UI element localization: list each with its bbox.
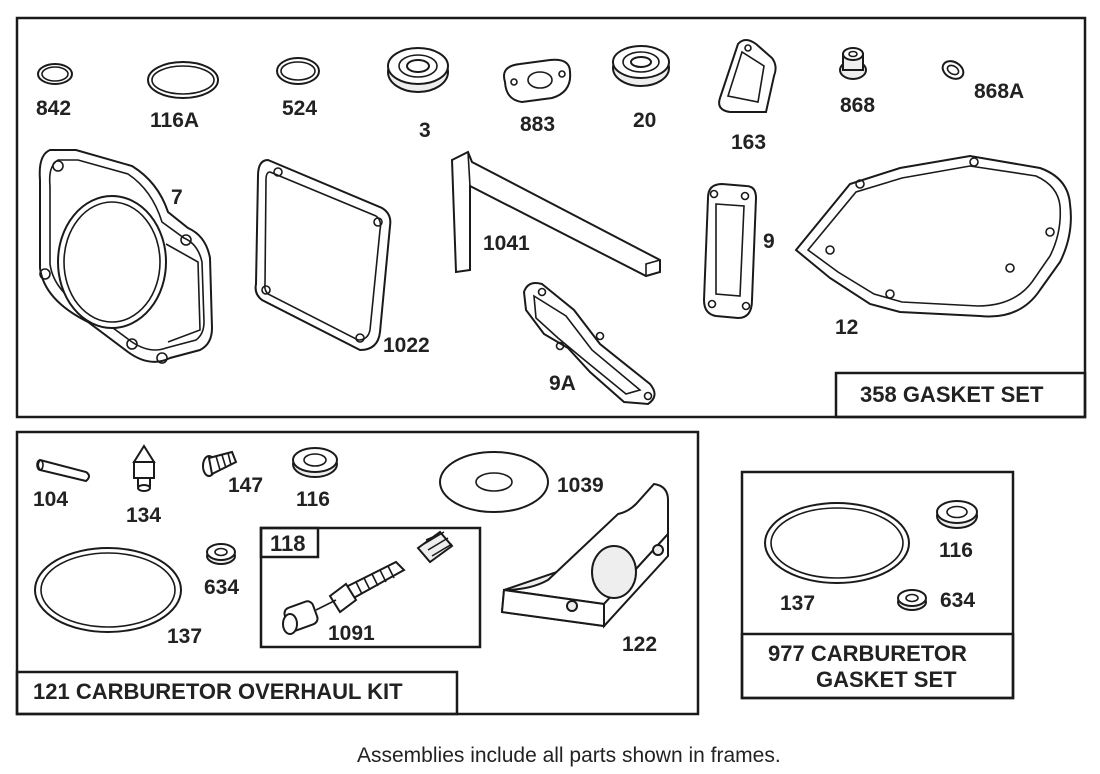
part-7-head-gasket: 7 — [38, 149, 214, 364]
part-label-p868: 868 — [840, 94, 875, 117]
sub-kit-118-frame: 118 — [259, 526, 482, 649]
part-label-p134: 134 — [126, 504, 161, 527]
footer-note: Assemblies include all parts shown in fr… — [357, 744, 781, 767]
part-label-p1022: 1022 — [383, 334, 430, 357]
part-label-p3: 3 — [419, 119, 431, 142]
part-3-seal: 3 — [387, 47, 449, 142]
part-147: 147 — [202, 450, 263, 497]
carb-gasket-set-frame: 977 CARBURETOR GASKET SET — [740, 470, 1015, 700]
part-9: 9 — [702, 182, 775, 320]
part-1091: 1091 — [282, 560, 406, 645]
part-label-p104: 104 — [33, 488, 68, 511]
part-label-p842: 842 — [36, 97, 71, 120]
part-label-p116b: 116 — [939, 539, 973, 562]
part-12-crankcase-gasket: 12 — [794, 154, 1072, 339]
part-104: 104 — [33, 458, 90, 511]
part-634-kit: 634 — [204, 543, 239, 599]
part-134: 134 — [126, 444, 161, 527]
part-122: 122 — [500, 482, 670, 656]
part-label-p137b: 137 — [780, 592, 815, 615]
part-137-kit: 137 — [34, 547, 202, 648]
part-label-p1039: 1039 — [557, 474, 604, 497]
part-868: 868 — [839, 47, 875, 117]
part-116-set: 116 — [936, 500, 978, 562]
part-label-p524: 524 — [282, 97, 317, 120]
part-spring — [416, 530, 454, 564]
part-883: 883 — [503, 58, 572, 136]
sub-kit-118-title: 118 — [270, 531, 306, 556]
part-868A: 868A — [941, 60, 1024, 103]
part-label-p163: 163 — [731, 131, 766, 154]
part-20-seal: 20 — [612, 45, 670, 132]
overhaul-kit-frame: 121 CARBURETOR OVERHAUL KIT — [15, 430, 700, 716]
part-label-p7: 7 — [171, 186, 183, 209]
gasket-set-frame: 358 GASKET SET — [15, 16, 1087, 419]
part-label-p12: 12 — [835, 316, 858, 339]
part-label-p20: 20 — [633, 109, 656, 132]
part-label-p9: 9 — [763, 230, 775, 253]
part-label-p116A: 116A — [150, 109, 199, 132]
part-1039: 1039 — [439, 451, 604, 513]
overhaul-kit-title: 121 CARBURETOR OVERHAUL KIT — [33, 679, 403, 704]
part-1022: 1022 — [254, 158, 430, 357]
part-163: 163 — [718, 39, 777, 154]
part-label-p9A: 9A — [549, 372, 576, 395]
part-label-p122: 122 — [622, 633, 657, 656]
part-116A: 116A — [147, 61, 219, 132]
part-634-set: 634 — [897, 589, 975, 612]
part-label-p147: 147 — [228, 474, 263, 497]
part-137-set: 137 — [764, 502, 910, 615]
part-9A: 9A — [522, 282, 656, 406]
part-524: 524 — [276, 57, 320, 120]
carb-gasket-set-title-line2: GASKET SET — [816, 667, 957, 692]
part-label-p868A: 868A — [974, 80, 1024, 103]
part-label-p634b: 634 — [940, 589, 975, 612]
carb-gasket-set-title-line1: 977 CARBURETOR — [768, 641, 967, 666]
part-label-p883: 883 — [520, 113, 555, 136]
part-label-p1091: 1091 — [328, 622, 375, 645]
part-label-p116: 116 — [296, 488, 330, 511]
part-1041: 1041 — [450, 150, 661, 278]
part-label-p137: 137 — [167, 625, 202, 648]
part-label-p634: 634 — [204, 576, 239, 599]
gasket-set-title: 358 GASKET SET — [860, 382, 1044, 407]
part-label-p1041: 1041 — [483, 232, 530, 255]
part-116-kit: 116 — [292, 447, 338, 511]
part-842: 842 — [36, 63, 73, 120]
